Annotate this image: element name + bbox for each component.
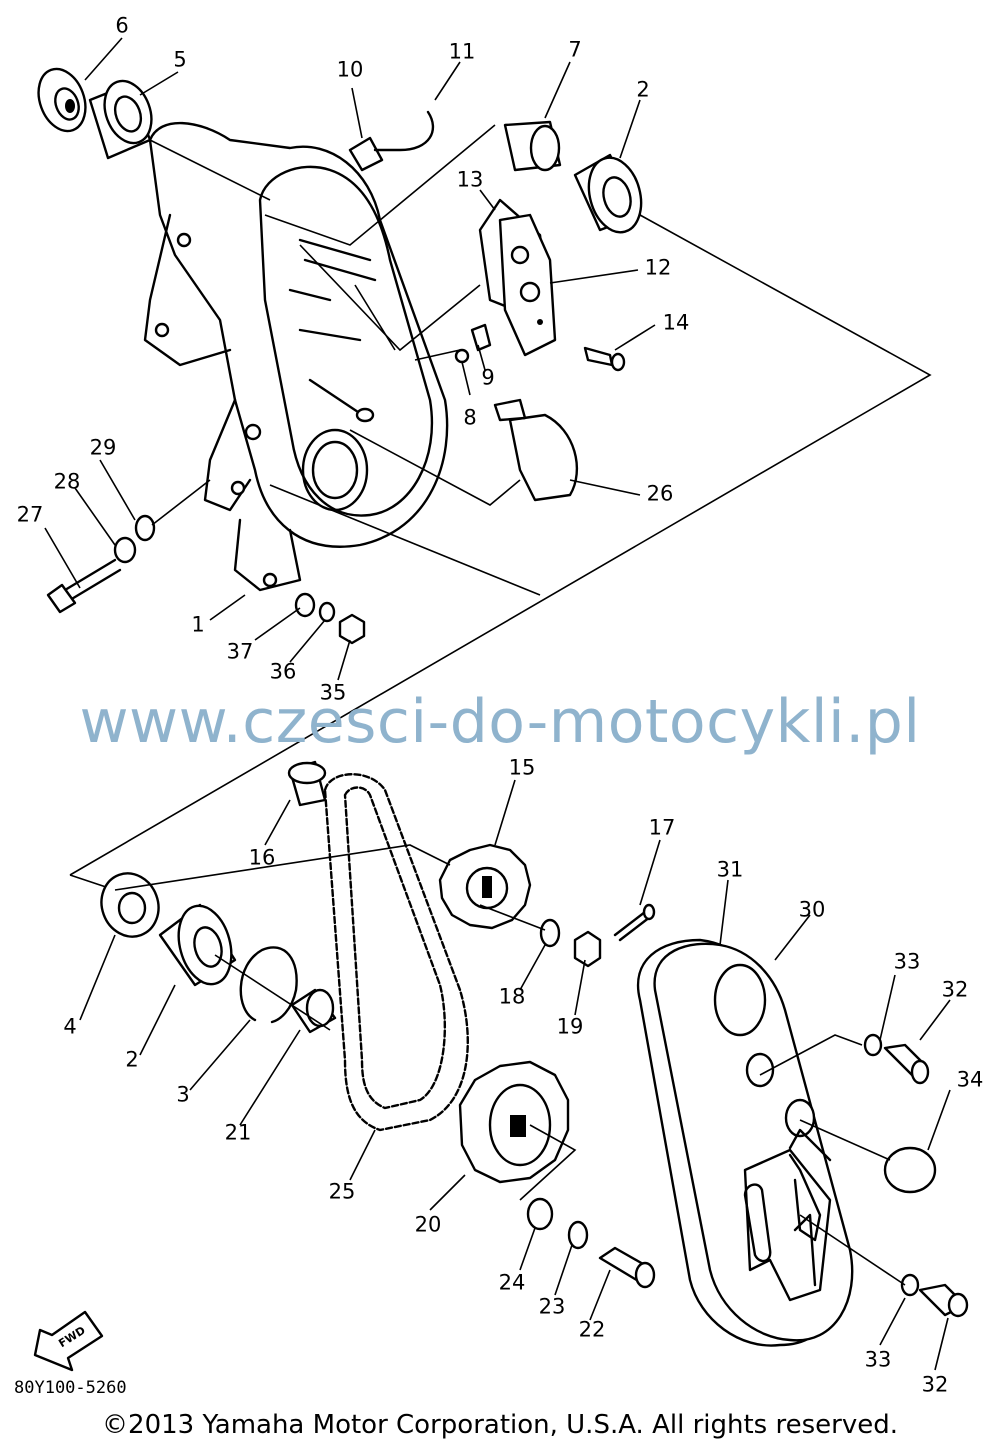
callout-29: 29 <box>89 435 117 460</box>
part-33-washer-lower <box>900 1273 920 1297</box>
part-33-washer-upper <box>863 1033 883 1057</box>
part-2-bearing-lower <box>158 903 237 987</box>
callout-10: 10 <box>336 57 364 82</box>
part-2-bearing-upper <box>573 153 643 234</box>
part-14-bolt <box>583 346 626 372</box>
part-10-sensor <box>348 110 434 172</box>
callout-23: 23 <box>538 1294 566 1319</box>
assembly-lines-lower <box>114 844 906 1286</box>
part-21-collar <box>290 988 337 1034</box>
callout-17: 17 <box>648 815 676 840</box>
callout-33-lower: 33 <box>864 1347 892 1372</box>
callout-35: 35 <box>319 680 347 705</box>
callout-3: 3 <box>176 1082 190 1107</box>
callout-24: 24 <box>498 1270 526 1295</box>
callout-18: 18 <box>498 984 526 1009</box>
callout-4: 4 <box>63 1014 77 1039</box>
callout-16: 16 <box>248 845 276 870</box>
callout-22: 22 <box>578 1317 606 1342</box>
callout-36: 36 <box>269 659 297 684</box>
callout-9: 9 <box>481 365 495 390</box>
part-7-collar <box>503 120 562 172</box>
part-32-bolt-upper <box>883 1043 930 1085</box>
part-37-washer <box>294 592 316 618</box>
part-36-washer <box>318 601 336 623</box>
callout-6: 6 <box>115 13 129 38</box>
callout-2: 2 <box>636 77 650 102</box>
callout-27: 27 <box>16 502 44 527</box>
part-1-chaincase <box>143 121 449 592</box>
part-18-washer <box>539 918 561 948</box>
part-26-tensioner <box>493 398 578 502</box>
part-23-nut <box>567 1220 589 1250</box>
callout-30: 30 <box>798 897 826 922</box>
part-4-oil-seal <box>100 872 160 938</box>
part-34-cap <box>883 1146 937 1194</box>
callout-34: 34 <box>956 1067 984 1092</box>
part-5-bearing <box>88 79 153 160</box>
callout-5: 5 <box>173 47 187 72</box>
callout-12: 12 <box>644 255 672 280</box>
callout-37: 37 <box>226 639 254 664</box>
part-28-nut <box>113 536 137 564</box>
callout-14: 14 <box>662 310 690 335</box>
part-35-nut <box>338 613 366 645</box>
callout-7: 7 <box>568 37 582 62</box>
part-25-chain <box>323 773 469 1132</box>
copyright: ©2013 Yamaha Motor Corporation, U.S.A. A… <box>102 1410 898 1440</box>
callout-26: 26 <box>646 481 674 506</box>
part-16-bearing <box>287 760 327 807</box>
part-32-bolt-lower <box>918 1283 969 1318</box>
part-6-oil-seal <box>37 67 87 133</box>
callout-20: 20 <box>414 1212 442 1237</box>
callout-31: 31 <box>716 857 744 882</box>
part-8-washer <box>454 348 470 364</box>
callout-33: 33 <box>893 949 921 974</box>
callout-2-lower: 2 <box>125 1047 139 1072</box>
part-17-bolt <box>613 903 656 942</box>
part-30-cover <box>653 942 854 1342</box>
part-24-washer <box>526 1197 554 1231</box>
part-20-sprocket <box>458 1060 570 1184</box>
part-19-nut <box>573 930 602 968</box>
part-29-washer <box>134 514 156 542</box>
callout-21: 21 <box>224 1120 252 1145</box>
callout-13: 13 <box>456 167 484 192</box>
callout-32-lower: 32 <box>921 1372 949 1397</box>
part-9-screw <box>470 323 492 352</box>
watermark: www.czesci-do-motocykli.pl <box>79 687 921 757</box>
part-3-circlip <box>239 946 298 1024</box>
part-12-plate <box>498 213 557 357</box>
callout-32: 32 <box>941 977 969 1002</box>
callout-28: 28 <box>53 469 81 494</box>
callout-25: 25 <box>328 1179 356 1204</box>
part-15-sprocket <box>438 843 532 930</box>
callout-11: 11 <box>448 39 476 64</box>
fwd-arrow-icon <box>33 1310 104 1372</box>
part-22-bolt <box>598 1246 656 1289</box>
callout-8: 8 <box>463 405 477 430</box>
diagram-code: 80Y100-5260 <box>14 1378 127 1398</box>
callout-1: 1 <box>191 612 205 637</box>
callout-19: 19 <box>556 1014 584 1039</box>
part-27-bolt <box>46 558 122 614</box>
leader-lines <box>44 37 951 1371</box>
callout-15: 15 <box>508 755 536 780</box>
